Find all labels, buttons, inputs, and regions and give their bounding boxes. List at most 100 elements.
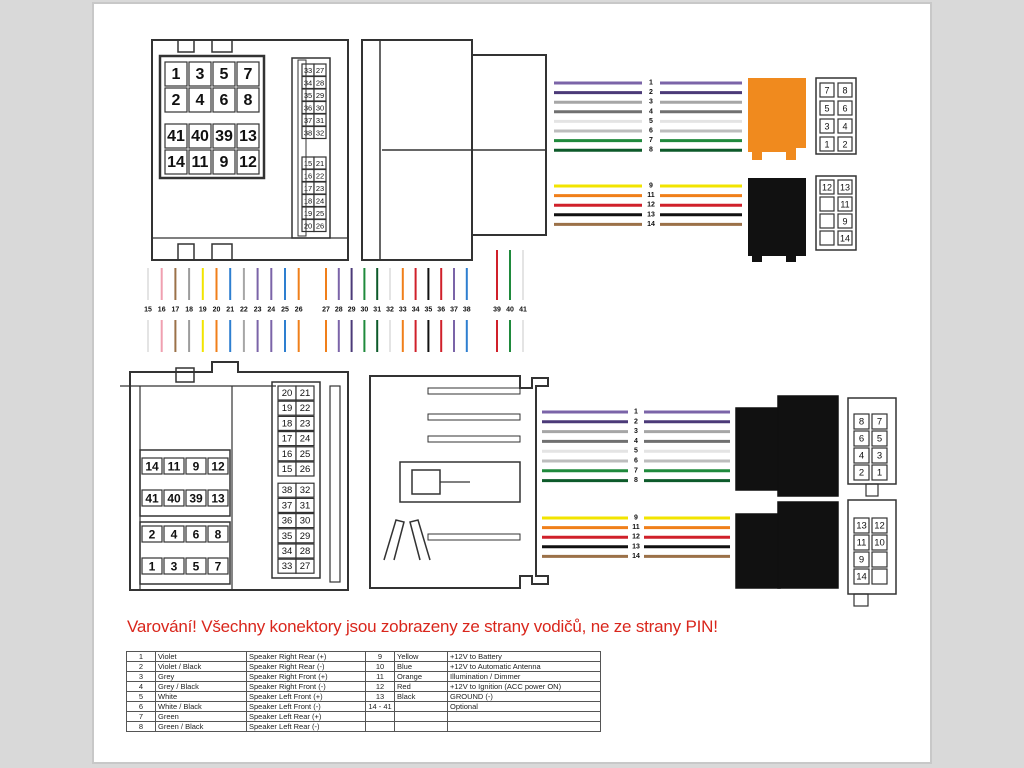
lower-pin-label: 39 bbox=[189, 492, 203, 506]
lower-col-pin-label: 19 bbox=[282, 403, 293, 414]
table-cell-function2 bbox=[447, 721, 601, 732]
wire-number: 8 bbox=[649, 147, 653, 154]
table-cell-function: Speaker Left Front (-) bbox=[246, 701, 366, 712]
lower-iso-pin-label: 5 bbox=[877, 434, 882, 445]
side-pin-label: 16 bbox=[304, 172, 312, 181]
lower-rib bbox=[427, 387, 521, 395]
iso-pin-label: 3 bbox=[196, 66, 205, 83]
wire-number: 11 bbox=[647, 192, 655, 199]
lower-body bbox=[369, 375, 549, 589]
table-cell-color2 bbox=[394, 711, 448, 722]
table-cell-function: Speaker Left Rear (+) bbox=[246, 711, 366, 722]
wire-number: 9 bbox=[649, 183, 653, 190]
lower-col-pin-box bbox=[295, 482, 315, 498]
iso-pin-label: 12 bbox=[239, 154, 257, 171]
lower-iso-pin-label: 3 bbox=[877, 451, 882, 462]
lower-col-pin-box bbox=[295, 528, 315, 544]
lower-col-pin-label: 35 bbox=[282, 531, 293, 542]
small-iso-pin-box bbox=[837, 118, 853, 134]
lower-iso-pin-box bbox=[853, 413, 870, 430]
lower-col-pin-box bbox=[295, 415, 315, 431]
side-pin-label: 18 bbox=[304, 197, 312, 206]
lower-col-pin-label: 22 bbox=[300, 403, 311, 414]
small-iso-empty-box bbox=[819, 230, 835, 246]
wire-number: 6 bbox=[649, 128, 653, 135]
fan-wire-number: 22 bbox=[240, 307, 248, 314]
small-iso-pin-label: 8 bbox=[842, 86, 847, 96]
side-pin-label: 29 bbox=[316, 91, 324, 100]
lower-iso-pin-label: 12 bbox=[874, 521, 885, 532]
iso-pin-box bbox=[236, 61, 260, 87]
lower-pin-label: 14 bbox=[145, 460, 159, 474]
iso-pin-label: 14 bbox=[167, 154, 185, 171]
lower-col-pin-label: 31 bbox=[300, 500, 311, 511]
lower-housing bbox=[129, 361, 349, 591]
lower-col-pin-label: 36 bbox=[282, 516, 293, 527]
lower-col-pin-label: 26 bbox=[300, 464, 311, 475]
fan-wire-number: 28 bbox=[335, 307, 343, 314]
table-cell-n2: 12 bbox=[365, 681, 395, 692]
table-cell-n: 2 bbox=[126, 661, 156, 672]
lower-pin-box bbox=[141, 557, 163, 575]
fan-wire-number: 38 bbox=[463, 307, 471, 314]
table-cell-color2 bbox=[394, 701, 448, 712]
table-cell-n: 8 bbox=[126, 721, 156, 732]
lower-black-connector bbox=[735, 513, 781, 589]
small-iso-pin-box bbox=[819, 82, 835, 98]
small-iso-pin-label: 3 bbox=[824, 122, 829, 132]
small-iso-pin-label: 12 bbox=[822, 183, 832, 193]
iso-pin-box bbox=[164, 61, 188, 87]
lower-pin-label: 13 bbox=[211, 492, 225, 506]
lower-col-pin-label: 32 bbox=[300, 485, 311, 496]
iso-latch bbox=[177, 243, 195, 261]
lower-pin-box bbox=[163, 457, 185, 475]
small-iso-pin-box bbox=[819, 136, 835, 152]
lower-latch bbox=[175, 367, 195, 383]
lower-col-pin-label: 30 bbox=[300, 516, 311, 527]
lower-iso-pin-box bbox=[853, 430, 870, 447]
lower-black-connector bbox=[735, 407, 781, 491]
lower-pin-box bbox=[207, 457, 229, 475]
wire-number: 2 bbox=[649, 89, 653, 96]
side-pin-label: 38 bbox=[304, 129, 312, 138]
small-iso-pin-label: 7 bbox=[824, 86, 829, 96]
side-pin-label: 35 bbox=[304, 91, 312, 100]
iso-pin-box bbox=[164, 149, 188, 175]
iso-pin-box bbox=[188, 61, 212, 87]
lower-wire-number: 8 bbox=[634, 477, 638, 484]
table-cell-n2: 9 bbox=[365, 651, 395, 662]
lower-col-pin-label: 20 bbox=[282, 388, 293, 399]
table-cell-n: 1 bbox=[126, 651, 156, 662]
iso-latch bbox=[211, 243, 233, 261]
wire-number: 13 bbox=[647, 211, 655, 218]
lower-iso-pin-box bbox=[871, 534, 888, 551]
small-iso-pin-label: 6 bbox=[842, 104, 847, 114]
iso-pin-label: 7 bbox=[244, 66, 253, 83]
lower-pin-box bbox=[207, 525, 229, 543]
iso-pin-label: 1 bbox=[172, 66, 181, 83]
wire-number: 7 bbox=[649, 137, 653, 144]
lower-pin-label: 9 bbox=[193, 460, 200, 474]
fan-wire-number: 23 bbox=[254, 307, 262, 314]
side-pin-label: 30 bbox=[316, 104, 324, 113]
table-cell-n2: 11 bbox=[365, 671, 395, 682]
small-iso-pin-box bbox=[837, 136, 853, 152]
lower-pin-box bbox=[141, 489, 163, 507]
iso-pin-label: 40 bbox=[191, 128, 209, 145]
fan-wire-number: 40 bbox=[506, 307, 514, 314]
lower-pin-box bbox=[141, 457, 163, 475]
lower-window-tab bbox=[411, 469, 441, 495]
side-pin-label: 19 bbox=[304, 209, 312, 218]
lower-iso-pin-box bbox=[871, 447, 888, 464]
fan-wire-number: 26 bbox=[295, 307, 303, 314]
fan-wire-number: 29 bbox=[348, 307, 356, 314]
lower-wire-number: 5 bbox=[634, 448, 638, 455]
table-cell-color: Green bbox=[155, 711, 247, 722]
lower-wire-number: 1 bbox=[634, 409, 638, 416]
lower-pin-label: 3 bbox=[171, 560, 178, 574]
lower-pin-box bbox=[163, 525, 185, 543]
